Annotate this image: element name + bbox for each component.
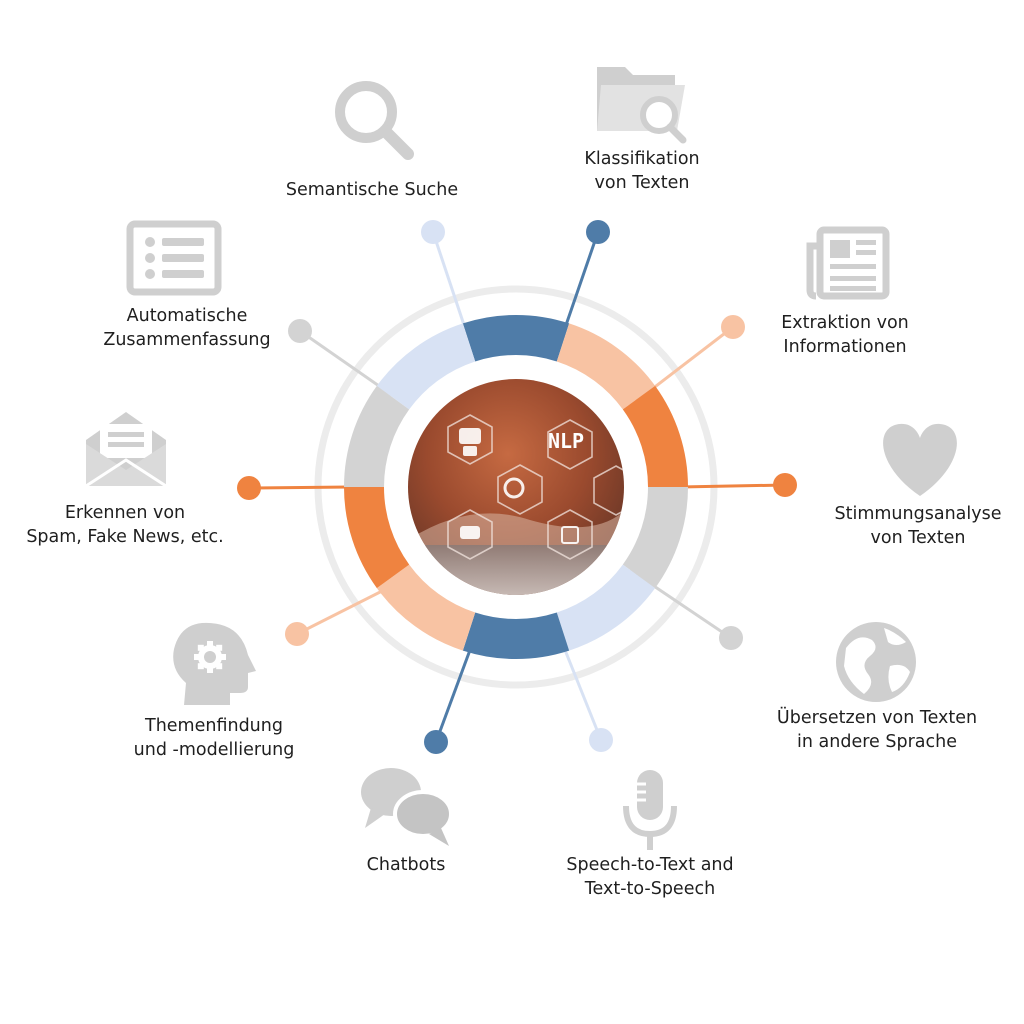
spoke-line <box>248 485 351 490</box>
list-icon <box>126 220 222 296</box>
label-line: von Texten <box>594 173 690 193</box>
chat-bubbles-icon <box>361 768 453 846</box>
label-line: Chatbots <box>366 855 446 875</box>
ring-segment-2 <box>556 323 656 410</box>
spoke-zusammenfassung <box>288 319 393 397</box>
label-line: Zusammenfassung <box>103 330 271 350</box>
center-image: NLP <box>400 371 632 603</box>
ring-segment-6 <box>462 612 570 659</box>
spoke-dot <box>721 315 745 339</box>
ring-segment-8 <box>344 487 410 589</box>
spoke-line <box>431 231 467 329</box>
label-line: Klassifikation <box>584 149 700 169</box>
head-gear-icon <box>173 622 256 705</box>
spoke-stimmungsanalyse <box>679 473 797 497</box>
spoke-line <box>434 649 472 743</box>
newspaper-icon <box>806 226 890 300</box>
ring-segment-7 <box>376 564 476 651</box>
heart-icon <box>883 423 957 496</box>
spoke-chatbots <box>424 649 472 754</box>
label-klassifikation: Klassifikation von Texten <box>584 147 699 195</box>
label-line: Speech-to-Text and <box>566 855 734 875</box>
label-line: Semantische Suche <box>285 180 459 200</box>
spoke-line <box>563 649 603 741</box>
microphone-icon <box>623 770 677 850</box>
label-line: Extraktion von <box>781 313 909 333</box>
label-line: Text-to-Speech <box>584 879 716 899</box>
ring-segment-4 <box>622 487 688 589</box>
label-uebersetzen: Übersetzen von Texten in andere Sprache <box>777 706 977 754</box>
label-line: Themenfindung <box>145 716 283 736</box>
spoke-dot <box>589 728 613 752</box>
spoke-speech <box>563 649 613 752</box>
label-stimmungsanalyse: Stimmungsanalyse von Texten <box>835 502 1002 550</box>
ring-segment-9 <box>344 385 410 487</box>
spoke-dot <box>288 319 312 343</box>
spoke-line <box>299 329 393 397</box>
envelope-icon <box>85 412 167 488</box>
spoke-themenfindung <box>285 584 393 646</box>
ring-segment-3 <box>622 385 688 487</box>
label-line: und -modellierung <box>133 740 295 760</box>
spoke-dot <box>719 626 743 650</box>
spoke-dot <box>424 730 448 754</box>
label-line: in andere Sprache <box>797 732 957 752</box>
spoke-dot <box>237 476 261 500</box>
spoke-spam <box>237 476 351 500</box>
ring-segment-10 <box>376 323 476 410</box>
label-line: Erkennen von <box>64 503 186 523</box>
globe-icon <box>836 622 916 702</box>
spoke-semantische-suche <box>421 220 467 329</box>
label-line: Informationen <box>783 337 907 357</box>
spoke-line <box>679 483 786 489</box>
label-line: von Texten <box>870 528 966 548</box>
spoke-dot <box>586 220 610 244</box>
hub-text: NLP <box>548 429 584 453</box>
ring-segment-1 <box>462 315 570 362</box>
label-chatbots: Chatbots <box>367 853 446 877</box>
spoke-dot <box>285 622 309 646</box>
label-themenfindung: Themenfindung und -modellierung <box>134 714 295 762</box>
label-semantische-suche: Semantische Suche <box>286 178 458 202</box>
spoke-line <box>563 231 600 329</box>
spoke-line <box>296 584 393 636</box>
search-icon <box>335 81 414 160</box>
spoke-dot <box>421 220 445 244</box>
label-line: Automatische <box>126 306 248 326</box>
spoke-dot <box>773 473 797 497</box>
ring-segment-5 <box>556 564 656 651</box>
label-line: Stimmungsanalyse <box>834 504 1002 524</box>
label-line: Übersetzen von Texten <box>776 708 978 728</box>
label-line: Spam, Fake News, etc. <box>26 527 224 547</box>
spoke-klassifikation <box>563 220 610 329</box>
folder-search-icon <box>597 67 687 144</box>
